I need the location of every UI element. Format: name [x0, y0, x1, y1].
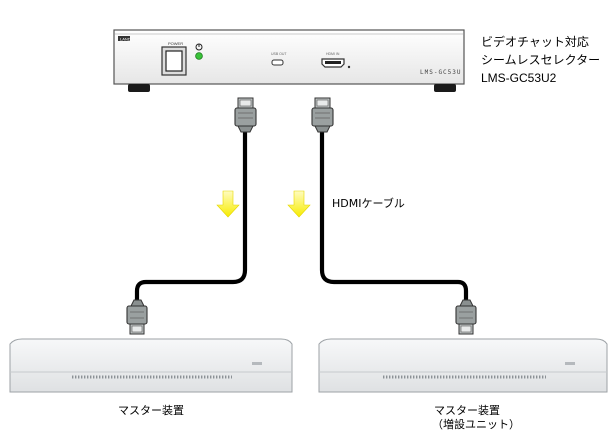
power-rocker: [165, 50, 183, 72]
selector-model: LMS-GC53U2: [481, 71, 557, 85]
signal-arrow-left-icon: [216, 190, 240, 218]
hdmi-connector-right-bottom: [455, 299, 477, 335]
usb-port-label: USB OUT: [271, 52, 287, 56]
master-device-left: [9, 338, 293, 393]
power-led: [195, 52, 203, 60]
hdmi-port-label: HDMI IN: [326, 52, 340, 56]
selector-foot-right: [434, 84, 456, 92]
hdmi-connector-left-bottom: [126, 299, 148, 335]
hdmi-cable-left: [134, 126, 248, 306]
selector-foot-left: [128, 84, 150, 92]
master-device-left-label: マスター装置: [118, 404, 184, 417]
brand-text: LAND: [120, 36, 131, 41]
hdmi-cable-right: [319, 126, 469, 306]
master-device-right-label: マスター装置: [434, 404, 500, 417]
device-badge: [252, 362, 262, 365]
selector-name-line2: シームレスセレクター: [481, 53, 601, 67]
front-model-text: LMS-GC53U: [420, 69, 462, 76]
brand-logo: [118, 36, 130, 41]
master-device-right: [318, 338, 608, 393]
device-badge-right: [565, 362, 575, 365]
selector-device: LAND POWER USB OUT HDMI IN LMS-GC53U: [113, 29, 465, 92]
hdmi-connector-left-top: [234, 97, 257, 133]
usb-port: [271, 59, 284, 66]
cable-label: HDMIケーブル: [332, 197, 405, 210]
signal-arrow-right-icon: [287, 190, 311, 218]
port-indicator: [347, 65, 351, 69]
hdmi-connector-right-top: [311, 97, 334, 133]
selector-name-line1: ビデオチャット対応: [481, 35, 589, 49]
power-label: POWER: [168, 41, 183, 46]
master-device-right-sublabel: （増設ユニット）: [432, 418, 520, 431]
